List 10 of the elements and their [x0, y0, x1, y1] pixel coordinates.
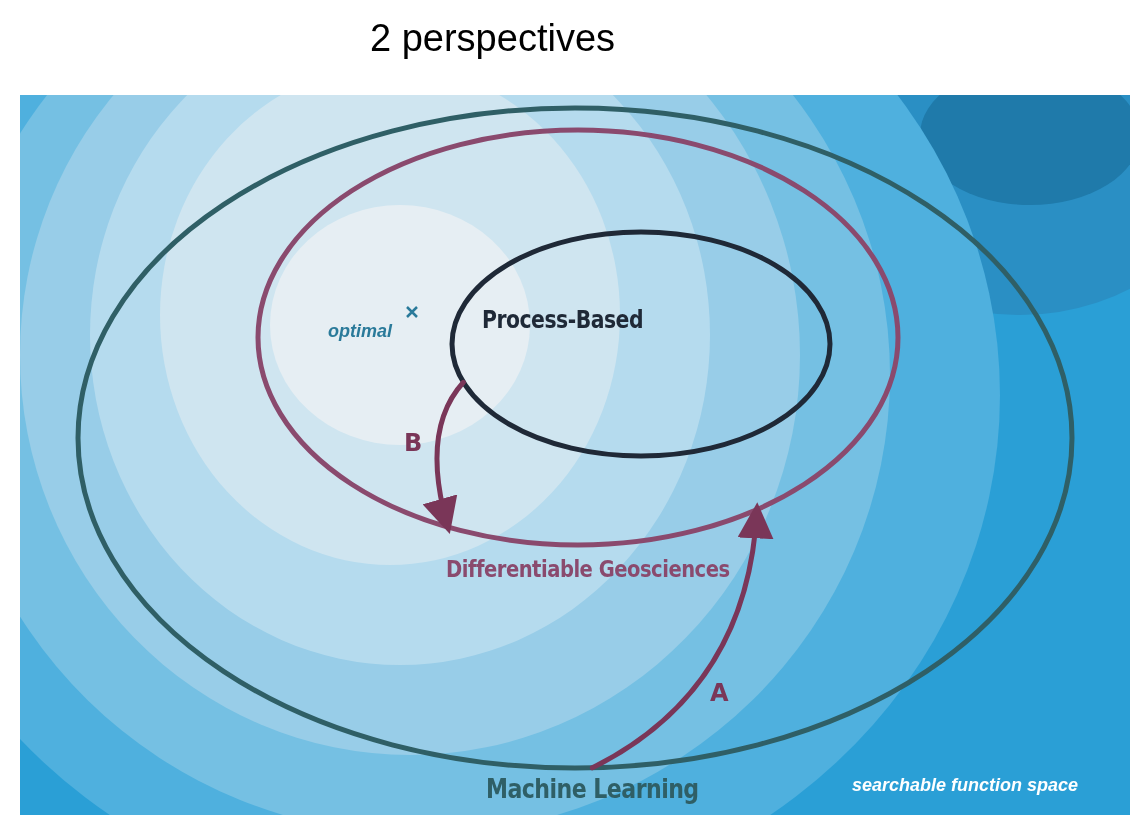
edge-label: A — [710, 678, 729, 709]
annotation-text: optimal — [328, 320, 392, 343]
annotation-text: searchable function space — [852, 774, 1079, 797]
region-label: Machine Learning — [486, 773, 699, 806]
title: 2 perspectives — [370, 16, 615, 61]
region-label: Differentiable Geosciences — [446, 555, 730, 584]
edge-label: B — [404, 428, 423, 459]
region-label: Process-Based — [482, 305, 643, 336]
curved-arrow — [423, 379, 466, 535]
curved-arrow — [589, 502, 773, 771]
